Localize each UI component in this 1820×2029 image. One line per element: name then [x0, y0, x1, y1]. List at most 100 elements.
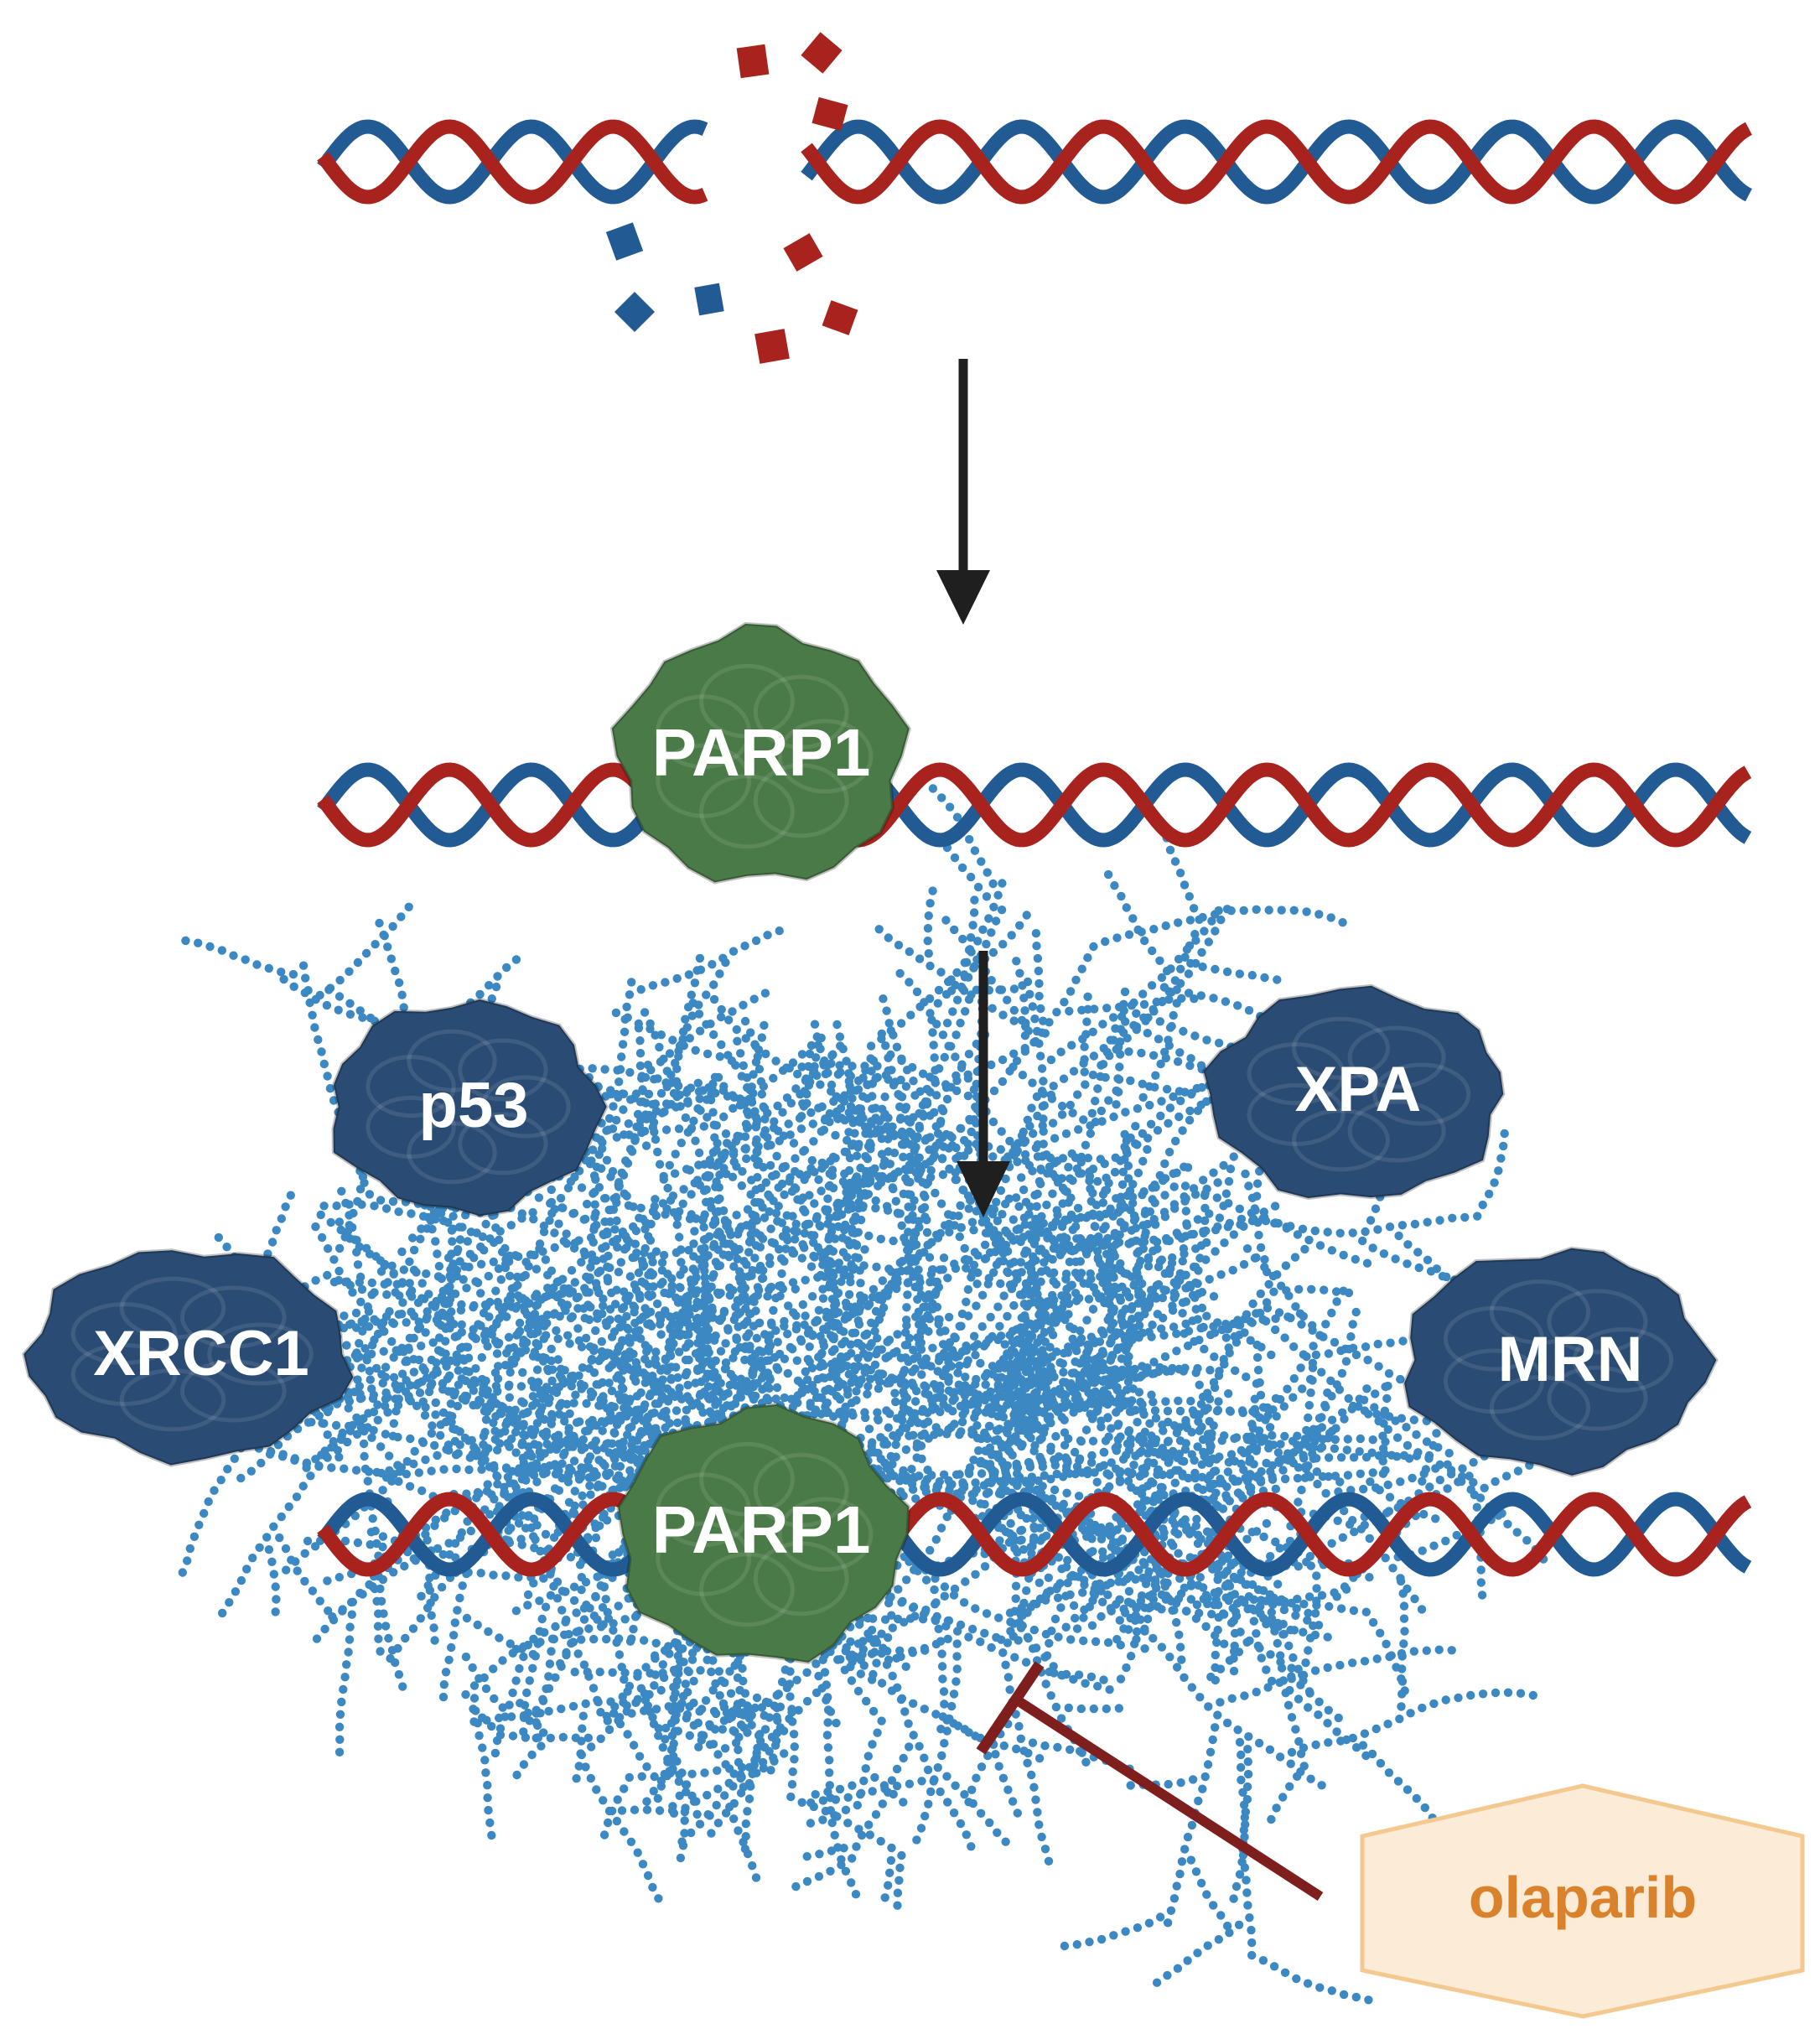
par-dot [614, 1341, 625, 1351]
par-dot [973, 882, 983, 892]
par-dot [691, 1349, 701, 1358]
par-dot [389, 1373, 399, 1383]
par-dot [404, 1345, 413, 1354]
par-dot [634, 1268, 644, 1278]
par-dot [865, 1175, 875, 1185]
par-dot [806, 1040, 817, 1051]
par-dot [287, 1555, 296, 1565]
par-dot [489, 1570, 498, 1580]
par-dot [627, 1440, 636, 1450]
par-dot [532, 1419, 542, 1428]
par-dot [904, 1215, 913, 1224]
par-dot [492, 1471, 501, 1481]
par-dot [357, 1200, 366, 1209]
par-dot [1100, 1159, 1109, 1169]
par-dot [332, 1201, 341, 1211]
par-dot [181, 936, 190, 946]
par-dot [996, 1186, 1006, 1196]
par-dot [194, 1520, 204, 1530]
par-dot [663, 1183, 672, 1193]
par-dot [766, 1282, 776, 1292]
par-dot [386, 1653, 395, 1663]
par-dot [958, 934, 967, 944]
par-dot [800, 1321, 809, 1330]
par-dot [606, 1415, 615, 1425]
par-dot [898, 1257, 907, 1266]
par-dot [786, 1098, 796, 1108]
par-dot [692, 1315, 702, 1324]
par-dot [573, 1292, 583, 1302]
par-dot [666, 1362, 676, 1372]
par-dot [721, 1339, 730, 1348]
par-dot [586, 1422, 595, 1431]
par-dot [833, 1382, 843, 1392]
par-dot [529, 1383, 539, 1392]
par-dot [828, 1412, 838, 1421]
par-dot [850, 1328, 860, 1337]
par-dot [866, 1041, 876, 1051]
par-dot [682, 1405, 692, 1415]
par-dot [368, 1582, 377, 1591]
par-dot [394, 978, 404, 988]
par-dot [329, 1096, 339, 1105]
par-dot [286, 1191, 295, 1200]
par-dot [843, 1205, 853, 1214]
par-dot [218, 1608, 227, 1618]
par-dot [811, 1317, 820, 1327]
par-dot [409, 1367, 418, 1377]
par-dot [832, 1370, 841, 1379]
par-dot [865, 1374, 875, 1384]
par-dot [1161, 1397, 1170, 1406]
par-dot [360, 1315, 370, 1324]
par-dot [719, 1112, 729, 1122]
par-dot [493, 972, 502, 981]
par-dot [761, 1049, 770, 1059]
par-dot [415, 1388, 425, 1398]
par-dot [289, 982, 298, 992]
par-dot [558, 1274, 568, 1284]
par-dot [679, 1264, 688, 1274]
par-dot [739, 1257, 749, 1266]
par-dot [557, 1473, 567, 1483]
par-dot [640, 1440, 649, 1450]
par-dot [398, 1298, 407, 1307]
par-dot [334, 1452, 344, 1462]
par-dot [431, 1398, 440, 1408]
par-dot [752, 1216, 761, 1225]
par-dot [765, 1192, 775, 1201]
par-dot [594, 1183, 604, 1192]
par-dot [1033, 953, 1043, 963]
par-dot [1048, 1189, 1057, 1199]
par-dot [558, 1203, 568, 1212]
par-dot [445, 1282, 454, 1291]
par-dot [729, 1373, 739, 1383]
par-dot [500, 1361, 511, 1370]
par-dot [568, 1287, 578, 1296]
par-dot [437, 1274, 446, 1284]
par-dot [902, 1315, 911, 1325]
par-dot [753, 1283, 763, 1292]
par-dot [484, 1627, 493, 1637]
par-dot [760, 1213, 770, 1222]
par-dot [767, 1320, 776, 1330]
par-dot [426, 1216, 435, 1226]
par-dot [587, 1250, 596, 1260]
par-dot [659, 1250, 669, 1260]
par-dot [493, 1445, 502, 1455]
par-dot [642, 1310, 651, 1319]
par-dot [635, 1294, 645, 1303]
par-dot [842, 1198, 851, 1207]
par-dot [586, 1490, 595, 1499]
par-dot [703, 1049, 713, 1059]
par-dot [620, 1189, 629, 1198]
par-dot [705, 1295, 714, 1304]
par-dot [816, 1080, 825, 1089]
par-dot [912, 1386, 921, 1396]
par-dot [943, 1274, 952, 1283]
par-dot [909, 1234, 919, 1243]
par-dot [549, 1533, 559, 1543]
par-dot [833, 1198, 843, 1208]
par-dot [896, 1019, 906, 1028]
par-dot [828, 1183, 838, 1193]
par-dot [273, 1440, 283, 1450]
